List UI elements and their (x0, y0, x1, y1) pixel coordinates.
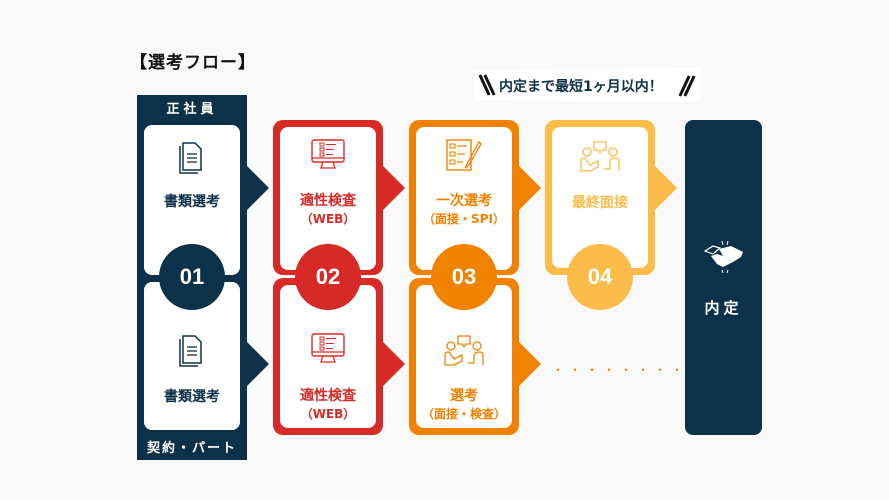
callout-background (473, 68, 701, 102)
step-03-top-sub: （面接・SPI） (423, 212, 505, 226)
step-number-badge: 02 (295, 244, 361, 310)
checklist-pen-icon (446, 139, 482, 171)
arrow-right-icon (519, 166, 541, 210)
arrow-right-icon (247, 342, 269, 386)
handshake-icon (703, 240, 743, 274)
step-03-top-label: 一次選考 (436, 193, 492, 209)
arrow-right-icon (383, 166, 405, 210)
arrow-right-icon (519, 342, 541, 386)
final-offer-panel: 内定 (685, 120, 762, 435)
monitor-checklist-icon (311, 333, 345, 363)
callout-text: 内定まで最短1ヶ月以内！ (499, 79, 663, 95)
step-number-badge: 01 (159, 244, 225, 310)
step-02-bottom-label: 適性検査 (300, 388, 356, 404)
callout: 内定まで最短1ヶ月以内！ (473, 68, 701, 102)
monitor-checklist-icon (311, 139, 345, 169)
step-03-bottom-sub: （面接・検査） (421, 407, 506, 421)
arrow-right-icon (655, 166, 677, 210)
step-number-badge: 04 (567, 244, 633, 310)
final-offer-label: 内定 (704, 299, 743, 317)
step-02-top-sub: （WEB） (300, 212, 356, 226)
track-label-fulltime: 正社員 (166, 102, 218, 117)
interview-icon (580, 141, 620, 172)
step-04-label: 最終面接 (572, 195, 628, 211)
arrow-right-icon (383, 342, 405, 386)
arrow-right-icon (247, 166, 269, 210)
continuation-dots: ・・・・・・・・・ (552, 363, 706, 377)
step-01-bottom-label: 書類選考 (164, 389, 220, 405)
document-icon (179, 335, 202, 367)
step-01-top-label: 書類選考 (164, 194, 220, 210)
track-label-contract: 契約・パート (146, 441, 237, 456)
step-number-badge: 03 (431, 244, 497, 310)
step-03-bottom-label: 選考 (450, 388, 478, 404)
step-02-top-label: 適性検査 (300, 193, 356, 209)
interview-icon (444, 335, 484, 366)
page-title: 【選考フロー】 (130, 53, 256, 73)
step-02-bottom-sub: （WEB） (300, 407, 356, 421)
document-icon (179, 142, 202, 174)
